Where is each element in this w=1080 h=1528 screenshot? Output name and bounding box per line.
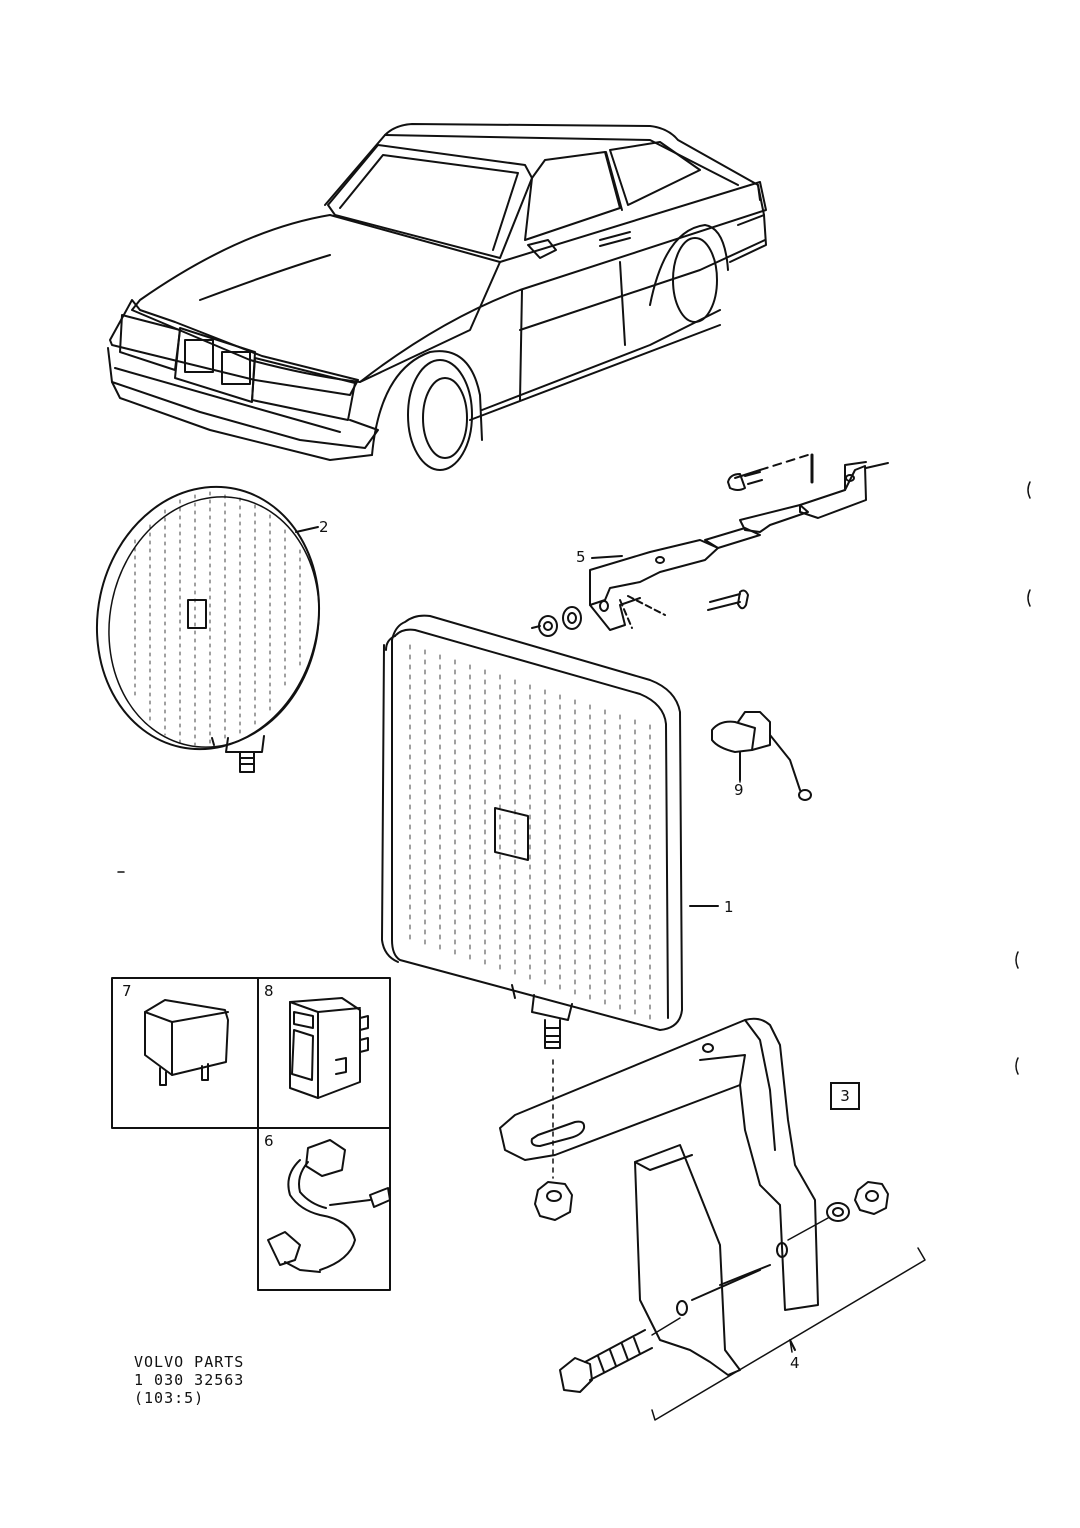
bracket-5-assembly [531,453,889,637]
label-9: 9 [734,781,744,799]
switch-8 [289,997,369,1099]
label-3-boxed: 3 [830,1082,860,1110]
caption-volvo-parts: VOLVO PARTS [134,1353,245,1371]
label-1: 1 [724,898,734,916]
leader-lines [739,757,793,1353]
rectangular-fog-light [381,614,719,1049]
relay-7 [144,999,229,1086]
round-fog-light [95,485,321,773]
inset-boxes [111,977,391,1291]
harness-6 [267,1139,391,1273]
car-illustration [107,123,767,471]
label-2: 2 [319,518,329,536]
caption-part-number: 1 030 32563 [134,1371,245,1389]
label-5: 5 [576,548,586,566]
mounting-bracket [499,1017,819,1376]
fastener-hardware [534,1059,926,1421]
caption-section: (103:5) [134,1389,205,1407]
label-6: 6 [264,1132,274,1150]
label-7: 7 [122,982,132,1000]
label-4: 4 [790,1354,800,1372]
label-8: 8 [264,982,274,1000]
margin-marks [117,481,1031,1075]
bulb-9 [711,711,812,801]
